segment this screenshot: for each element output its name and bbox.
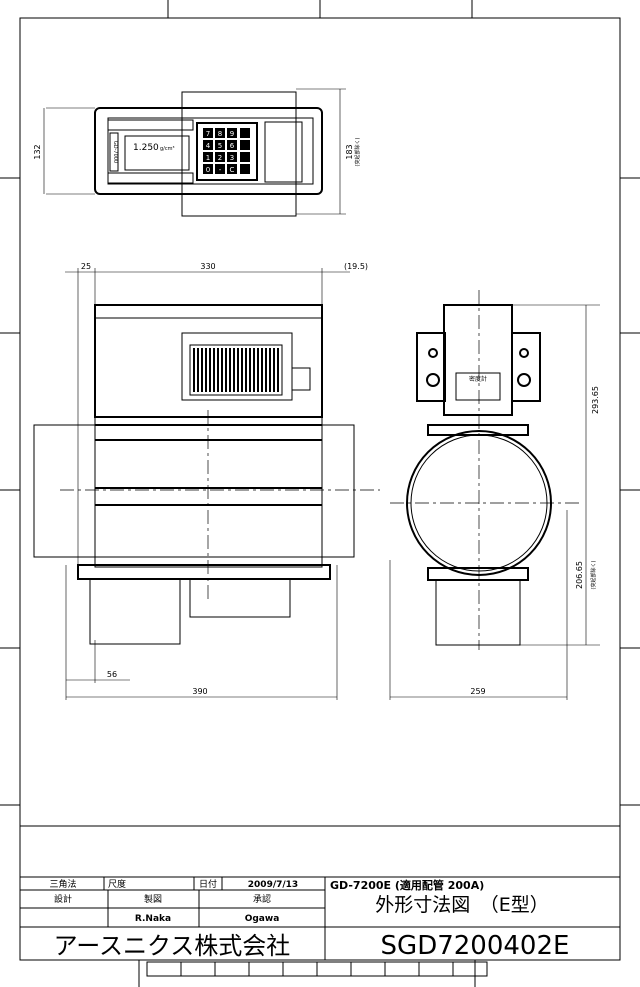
keypad-function-key — [240, 152, 250, 162]
keypad-key — [203, 140, 213, 150]
keypad-key — [227, 128, 237, 138]
keypad-key — [215, 152, 225, 162]
front-view: 25 330 (19.5) 56 390 — [33, 262, 380, 700]
keypad-key — [227, 164, 237, 174]
pipe — [33, 424, 355, 558]
approval-label: 承認 — [253, 893, 271, 905]
revision-cell — [180, 961, 216, 977]
keypad-key-label: 3 — [230, 154, 234, 162]
revision-cell — [350, 961, 386, 977]
revision-cell — [452, 961, 488, 977]
keypad-key — [227, 152, 237, 162]
nameplate-title: 密度計 — [469, 375, 487, 383]
keypad-function-key — [240, 128, 250, 138]
keypad-key — [215, 140, 225, 150]
keypad — [196, 122, 258, 181]
revision-cell — [248, 961, 284, 977]
drafter-name: R.Naka — [135, 914, 171, 924]
product-name: GD-7200E (適用配管 200A) — [330, 878, 484, 892]
keypad-key — [227, 140, 237, 150]
dim-259: 259 — [470, 687, 485, 696]
keypad-key-label: 4 — [206, 142, 211, 150]
drawing-title: 外形寸法図 （E型） — [375, 894, 549, 916]
dim-206-65: 206.65 — [575, 561, 584, 589]
keypad-function-key — [240, 140, 250, 150]
keypad-key-label: 0 — [206, 166, 210, 174]
keypad-key — [203, 128, 213, 138]
revision-cell — [418, 961, 454, 977]
nameplate — [455, 372, 501, 401]
dim-56: 56 — [107, 670, 117, 679]
drafting-label: 製図 — [144, 893, 162, 905]
keypad-key — [215, 128, 225, 138]
dim-25: 25 — [81, 262, 91, 271]
keypad-key-label: 5 — [218, 142, 222, 150]
revision-cell — [146, 961, 182, 977]
design-label: 設計 — [54, 893, 72, 905]
dim-183: 183 — [345, 144, 354, 159]
dim-19-5: (19.5) — [344, 262, 368, 271]
keypad-key — [203, 152, 213, 162]
dim-206-65-note: (突起部除く) — [590, 561, 597, 590]
keypad-key-label: 2 — [218, 154, 222, 162]
dim-330: 330 — [200, 262, 215, 271]
revision-cell — [282, 961, 318, 977]
keypad-key-label: 9 — [230, 130, 234, 138]
revision-cell — [384, 961, 420, 977]
date-value: 2009/7/13 — [248, 880, 298, 890]
title-block: 三角法 尺度 日付 2009/7/13 設計 製図 承認 R.Naka Ogaw… — [19, 876, 621, 987]
scale-label: 尺度 — [108, 878, 126, 890]
side-view: 密度計 259 293.65 206.65 (突起部除く) — [389, 290, 600, 700]
zone-ticks — [0, 0, 640, 827]
display-unit: g/cm³ — [160, 146, 174, 152]
approver-name: Ogawa — [245, 914, 280, 924]
date-label: 日付 — [199, 879, 217, 890]
revision-cell — [214, 961, 250, 977]
keypad-key-label: 6 — [230, 142, 235, 150]
keypad-key-label: 8 — [218, 130, 222, 138]
dim-390: 390 — [192, 687, 207, 696]
keypad-key-label: 1 — [206, 154, 210, 162]
model-label: GD-7000 — [112, 141, 118, 163]
dim-293-65: 293.65 — [591, 386, 600, 414]
company-name: アースニクス株式会社 — [54, 932, 291, 960]
dim-132: 132 — [33, 144, 42, 159]
keypad-key-label: C — [230, 166, 235, 174]
revision-cell — [316, 961, 352, 977]
drawing-number: SGD7200402E — [381, 931, 570, 961]
keypad-key — [203, 164, 213, 174]
display-value: 1.250 — [133, 143, 159, 153]
lcd-display — [124, 135, 190, 171]
keypad-key — [215, 164, 225, 174]
dim-183-note: (突起部除く) — [354, 138, 361, 167]
keypad-function-key — [240, 164, 250, 174]
projection-label: 三角法 — [49, 878, 76, 890]
keypad-key-label: 7 — [206, 130, 210, 138]
keypad-key-label: - — [219, 166, 222, 174]
